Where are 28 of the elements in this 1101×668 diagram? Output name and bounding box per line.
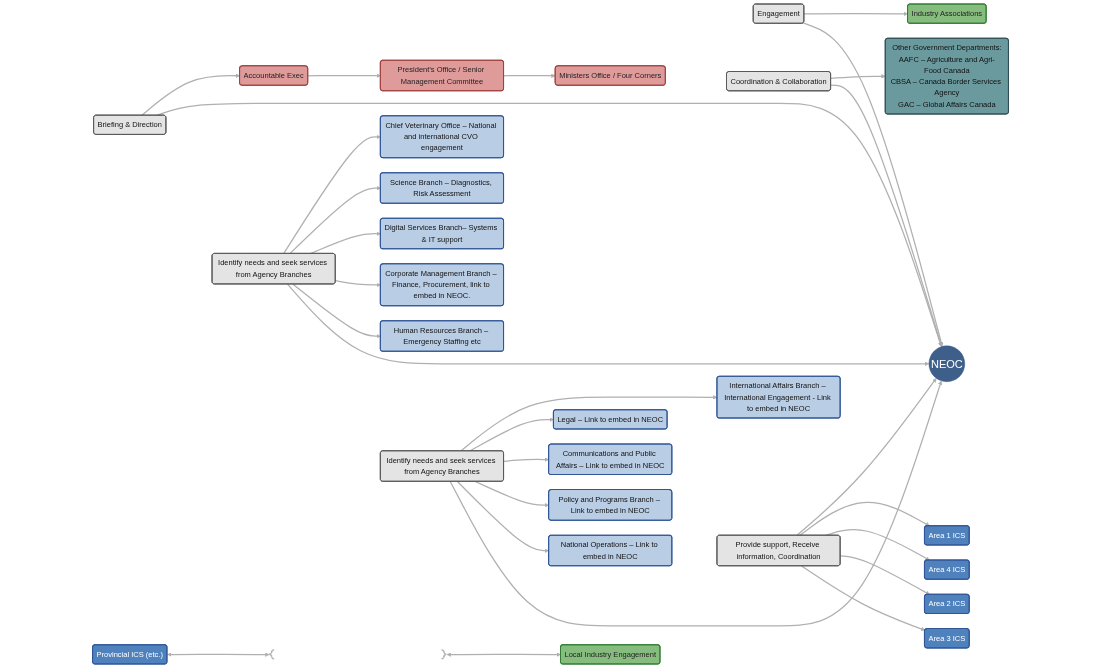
arrow [503, 457, 550, 462]
arrow [334, 280, 381, 288]
arrow [289, 185, 381, 255]
arrow [469, 417, 554, 452]
arrow [800, 565, 926, 631]
node-bracket [440, 649, 448, 660]
arrow [307, 73, 381, 78]
arrow [460, 395, 718, 452]
arrow [799, 501, 930, 537]
arrow [449, 380, 943, 627]
arrow [474, 480, 550, 508]
arrow [283, 134, 381, 255]
arrow [446, 652, 561, 657]
arrow [167, 652, 270, 657]
arrow [796, 378, 937, 537]
arrow [456, 480, 550, 553]
arrow [830, 84, 943, 347]
arrow [286, 283, 930, 366]
node-bracket [268, 649, 275, 660]
arrow [830, 74, 886, 79]
arrow [803, 11, 908, 17]
arrow [802, 22, 944, 347]
node-circle: NEOC [928, 345, 965, 382]
arrow [292, 283, 381, 339]
arrow [839, 555, 930, 595]
arrow [825, 528, 930, 561]
arrow [503, 73, 556, 78]
arrow [141, 73, 240, 117]
